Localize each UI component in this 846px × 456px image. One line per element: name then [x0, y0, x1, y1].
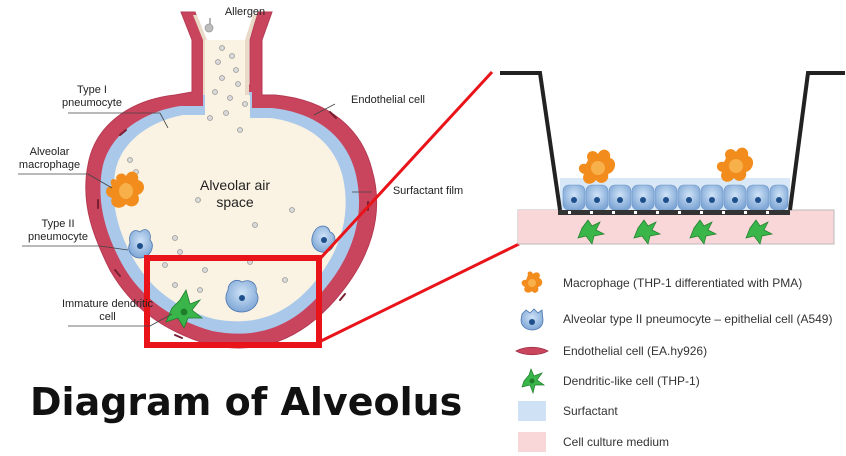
dendritic-cell-icon — [515, 368, 549, 394]
macrophage-icon — [515, 270, 549, 296]
legend-item: Dendritic-like cell (THP-1) — [515, 368, 700, 394]
legend-label: Macrophage (THP-1 differentiated with PM… — [563, 276, 802, 290]
legend-label: Surfactant — [563, 404, 618, 418]
label-surfactant-film: Surfactant film — [378, 185, 478, 198]
endothelial-cell-icon — [515, 338, 549, 364]
legend-item: Alveolar type II pneumocyte – epithelial… — [515, 306, 832, 332]
label-alveolar-macrophage: Alveolar macrophage — [12, 146, 87, 172]
epithelial-cell-icon — [515, 306, 549, 332]
legend-item: Surfactant — [515, 398, 618, 424]
medium-swatch-icon — [515, 429, 549, 455]
label-type2-pneumocyte: Type II pneumocyte — [18, 218, 98, 244]
label-air-space: Alveolar air space — [195, 177, 275, 211]
legend-label: Endothelial cell (EA.hy926) — [563, 344, 707, 358]
culture-medium — [518, 210, 834, 244]
label-type1-pneumocyte: Type I pneumocyte — [52, 84, 132, 110]
legend-label: Alveolar type II pneumocyte – epithelial… — [563, 312, 832, 326]
insert-wall-left — [500, 73, 560, 210]
legend-label: Dendritic-like cell (THP-1) — [563, 374, 700, 388]
legend-item: Endothelial cell (EA.hy926) — [515, 338, 707, 364]
legend-item: Macrophage (THP-1 differentiated with PM… — [515, 270, 802, 296]
legend-label: Cell culture medium — [563, 435, 669, 449]
label-immature-dendritic-cell: Immature dendritic cell — [60, 298, 155, 324]
label-endothelial-cell: Endothelial cell — [338, 94, 438, 107]
label-allergen: Allergen — [215, 6, 275, 19]
insert-macrophage-2 — [717, 148, 753, 182]
transwell-insert — [500, 73, 845, 244]
diagram-title: Diagram of Alveolus — [30, 380, 462, 424]
legend-item: Cell culture medium — [515, 429, 669, 455]
insert-wall-right — [790, 73, 845, 210]
surfactant-swatch-icon — [515, 398, 549, 424]
